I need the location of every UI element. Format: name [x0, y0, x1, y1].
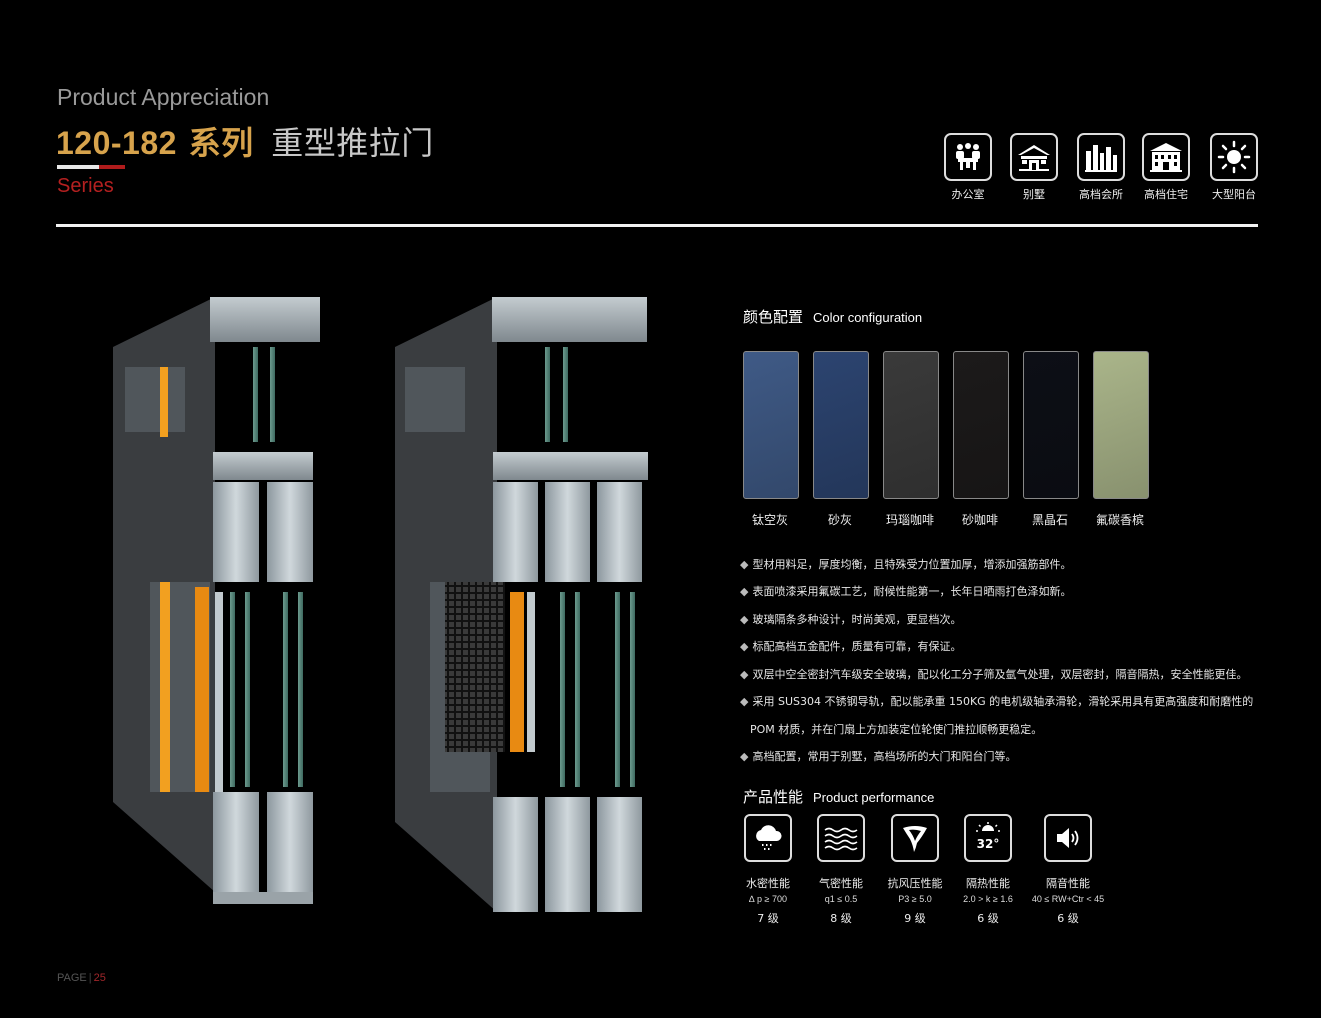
kicker-title: Product Appreciation — [57, 84, 270, 110]
performance-grade: 8 级 — [830, 912, 852, 925]
application-label: 别墅 — [1023, 188, 1045, 201]
color-swatch-label: 砂灰 — [827, 513, 852, 527]
series-number: 120-182 — [56, 125, 177, 161]
temperature-sun-icon: 32° — [964, 814, 1012, 862]
performance-formula: ∆ p ≥ 700 — [749, 894, 787, 904]
waves-icon — [817, 814, 865, 862]
list-item-continuation: POM 材质，并在门扇上方加装定位轮使门推拉顺畅更稳定。 — [750, 723, 1043, 736]
color-config-title-cn: 颜色配置 — [743, 308, 804, 326]
accent-bar — [57, 165, 125, 169]
performance-name: 水密性能 — [746, 877, 790, 890]
list-item: ◆玻璃隔条多种设计，时尚美观，更显档次。 — [740, 613, 962, 626]
color-swatch — [1023, 351, 1079, 499]
performance-grade: 6 级 — [1057, 912, 1079, 925]
performance-name: 隔音性能 — [1046, 877, 1090, 890]
page-number: PAGE|25 — [57, 972, 106, 984]
performance-item: 32° 隔热性能 2.0 > k ≥ 1.6 6 级 — [943, 814, 1033, 926]
application-villa: 别墅 — [1004, 133, 1064, 202]
performance-heading: 产品性能 Product performance — [743, 786, 934, 807]
color-swatch — [813, 351, 869, 499]
performance-title-cn: 产品性能 — [743, 788, 804, 806]
product-cross-section-illustration — [113, 297, 648, 912]
performance-formula: P3 ≥ 5.0 — [898, 894, 932, 904]
application-residence: 高档住宅 — [1136, 133, 1196, 202]
svg-text:32°: 32° — [977, 837, 1000, 851]
performance-grade: 7 级 — [757, 912, 779, 925]
tornado-icon — [891, 814, 939, 862]
performance-grade: 9 级 — [904, 912, 926, 925]
list-item: ◆标配高档五金配件，质量有可靠，有保证。 — [740, 640, 962, 653]
right-door-render — [395, 297, 648, 912]
application-icons: 办公室 别墅 高档会所 高档住宅 大型阳台 — [944, 133, 1264, 203]
color-swatch-label: 砂咖啡 — [961, 513, 998, 527]
color-swatch — [883, 351, 939, 499]
performance-item: 隔音性能 40 ≤ RW+Ctr < 45 6 级 — [1023, 814, 1113, 926]
color-swatch — [1093, 351, 1149, 499]
sun-balcony-icon — [1210, 133, 1258, 181]
rain-cloud-icon — [744, 814, 792, 862]
color-config-title-en: Color configuration — [813, 310, 923, 325]
color-config-heading: 颜色配置 Color configuration — [743, 306, 922, 327]
page-number-value: 25 — [93, 972, 106, 984]
performance-title-en: Product performance — [813, 790, 935, 805]
color-swatch-label: 氟碳香槟 — [1095, 513, 1144, 527]
application-label: 办公室 — [951, 188, 985, 201]
performance-item: 水密性能 ∆ p ≥ 700 7 级 — [723, 814, 813, 926]
list-item: ◆采用 SUS304 不锈钢导轨，配以能承重 150KG 的电机级轴承滑轮，滑轮… — [740, 695, 1254, 708]
product-name: 重型推拉门 — [271, 124, 434, 162]
performance-item: 抗风压性能 P3 ≥ 5.0 9 级 — [870, 814, 960, 926]
club-building-icon — [1077, 133, 1125, 181]
application-label: 高档会所 — [1079, 188, 1123, 201]
list-item: ◆双层中空全密封汽车级安全玻璃，配以化工分子筛及氩气处理，双层密封，隔音隔热，安… — [740, 668, 1248, 681]
list-item: ◆表面喷漆采用氟碳工艺，耐候性能第一，长年日晒雨打色泽如新。 — [740, 585, 1072, 598]
left-door-render — [113, 297, 320, 904]
office-meeting-icon — [944, 133, 992, 181]
list-item: ◆高档配置，常用于别墅，高档场所的大门和阳台门等。 — [740, 750, 1017, 763]
performance-name: 气密性能 — [819, 877, 863, 890]
application-balcony: 大型阳台 — [1204, 133, 1264, 202]
color-swatch-label: 黑晶石 — [1031, 513, 1068, 527]
header-divider — [56, 224, 1258, 227]
application-club: 高档会所 — [1071, 133, 1131, 202]
color-swatch — [743, 351, 799, 499]
performance-item: 气密性能 q1 ≤ 0.5 8 级 — [796, 814, 886, 926]
speaker-icon — [1044, 814, 1092, 862]
application-label: 高档住宅 — [1144, 188, 1188, 201]
performance-name: 抗风压性能 — [887, 877, 943, 890]
performance-formula: q1 ≤ 0.5 — [824, 894, 858, 904]
villa-icon — [1010, 133, 1058, 181]
performance-grade: 6 级 — [977, 912, 999, 925]
application-label: 大型阳台 — [1212, 188, 1256, 201]
performance-formula: 2.0 > k ≥ 1.6 — [963, 894, 1013, 904]
series-subtitle: Series — [57, 175, 114, 197]
page-label: PAGE — [57, 972, 87, 984]
series-label: 系列 — [188, 124, 254, 162]
performance-formula: 40 ≤ RW+Ctr < 45 — [1031, 894, 1105, 904]
page-title: 120-182 系列 重型推拉门 — [56, 118, 434, 164]
list-item: ◆型材用料足，厚度均衡，且特殊受力位置加厚，增添加强筋部件。 — [740, 558, 1072, 571]
performance-name: 隔热性能 — [966, 877, 1010, 890]
residence-building-icon — [1142, 133, 1190, 181]
color-swatch — [953, 351, 1009, 499]
color-swatch-label: 钛空灰 — [751, 513, 788, 527]
application-office: 办公室 — [938, 133, 998, 202]
color-swatch-label: 玛瑙咖啡 — [885, 513, 934, 527]
